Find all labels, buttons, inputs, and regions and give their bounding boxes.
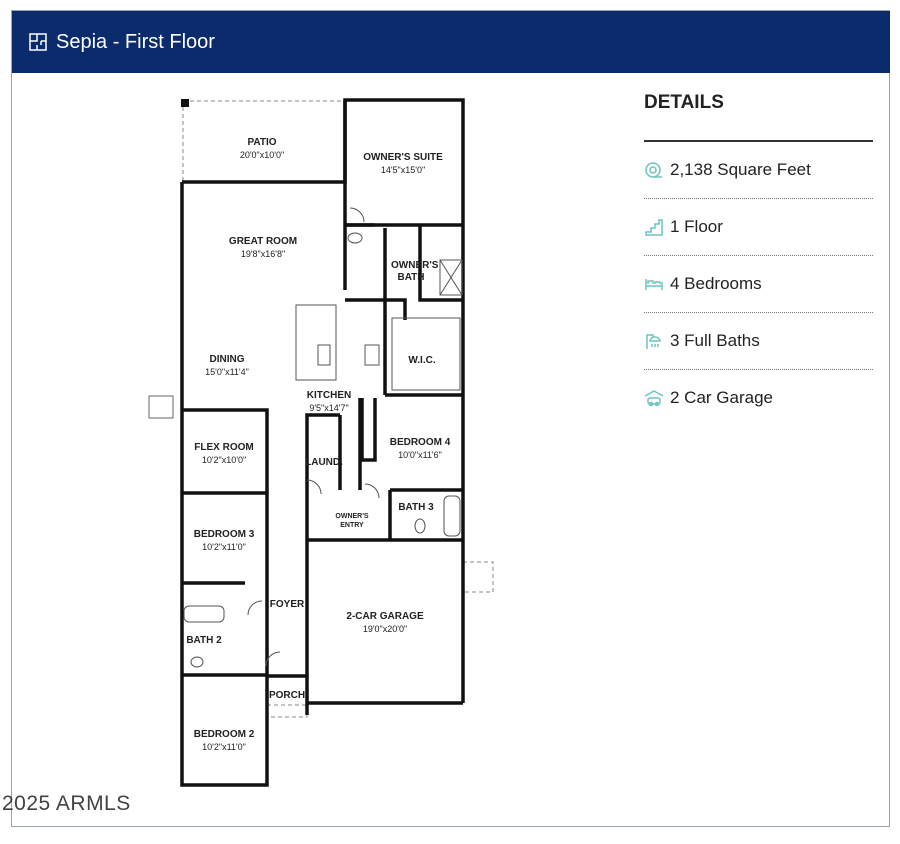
walls (180, 98, 465, 787)
page-title: Sepia - First Floor (56, 30, 215, 53)
garage-icon (644, 390, 664, 407)
closet-shelf (391, 317, 461, 391)
stairs-icon (645, 219, 663, 236)
sink (317, 344, 331, 366)
opt-door-outline (462, 561, 494, 593)
room-owners-bath: OWNER'S BATH (391, 260, 439, 283)
detail-floors: 1 Floor (644, 199, 873, 256)
room-owners-entry: OWNER'S ENTRY (335, 513, 369, 529)
room-porch: PORCH (268, 690, 306, 701)
room-laundry: LAUND. (305, 457, 343, 468)
content-frame (11, 10, 890, 827)
ac-unit (148, 395, 174, 419)
shower (439, 259, 463, 296)
porch-outline (266, 704, 308, 718)
detail-garage: 2 Car Garage (644, 370, 873, 426)
room-bath-3: BATH 3 (398, 502, 434, 513)
detail-baths: 3 Full Baths (644, 313, 873, 370)
watermark: 2025 ARMLS (2, 792, 131, 815)
tape-measure-icon (645, 162, 662, 178)
header-bar: Sepia - First Floor (12, 11, 890, 73)
details-heading: DETAILS (644, 92, 873, 142)
post (181, 99, 189, 107)
room-bath-2: BATH 2 (186, 635, 222, 646)
bed-icon (645, 279, 663, 290)
details-panel: DETAILS 2,138 Square Feet 1 Floor 4 Bedr… (644, 92, 873, 426)
toilet (347, 232, 363, 244)
tub-3 (443, 495, 461, 537)
detail-bedrooms: 4 Bedrooms (644, 256, 873, 313)
fixtures (183, 207, 463, 668)
shower-icon (646, 334, 661, 349)
room-foyer: FOYER (269, 599, 305, 610)
island (295, 304, 337, 381)
room-wic: W.I.C. (408, 355, 436, 366)
floorplan-icon (29, 33, 47, 51)
detail-square-feet: 2,138 Square Feet (644, 142, 873, 199)
range (364, 344, 380, 366)
tub-2 (183, 605, 225, 623)
